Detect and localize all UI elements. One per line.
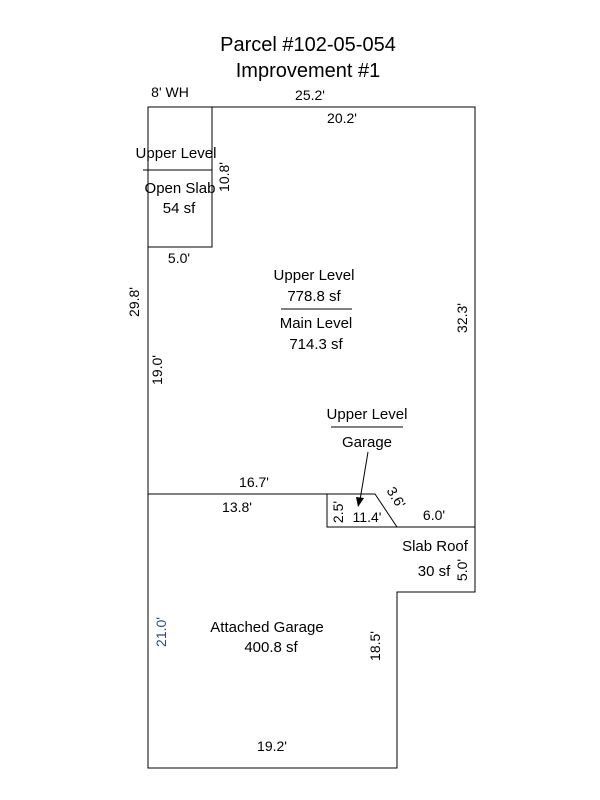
garage-left-dimension: 21.0' bbox=[153, 617, 169, 647]
main-level-area: 714.3 sf bbox=[289, 336, 343, 353]
slab-roof-name: Slab Roof bbox=[402, 538, 469, 555]
garage-bottom-dimension: 19.2' bbox=[257, 738, 287, 754]
notch-height-dimension: 2.5' bbox=[330, 501, 346, 523]
open-slab-area: 54 sf bbox=[163, 200, 196, 217]
garage-top-inner-dimension: 13.8' bbox=[222, 499, 252, 515]
roof-width-dimension: 6.0' bbox=[423, 507, 445, 523]
open-slab-outline bbox=[148, 106, 213, 248]
main-outline bbox=[147, 106, 476, 769]
parcel-title: Parcel #102-05-054 bbox=[220, 34, 396, 56]
open-slab-upper-label: Upper Level bbox=[136, 145, 217, 162]
garage-callout-upper: Upper Level bbox=[327, 406, 408, 423]
garage-top-line bbox=[148, 493, 398, 528]
attached-garage-name: Attached Garage bbox=[210, 619, 323, 636]
wh-dimension: 8' WH bbox=[151, 84, 189, 100]
left-inner-dimension: 19.0' bbox=[149, 355, 165, 385]
upper-level-name: Upper Level bbox=[274, 267, 355, 284]
garage-callout-arrow-head bbox=[356, 497, 364, 507]
improvement-title: Improvement #1 bbox=[236, 60, 381, 82]
attached-garage-area: 400.8 sf bbox=[244, 639, 298, 656]
top-outer-dimension: 25.2' bbox=[295, 87, 325, 103]
right-total-dimension: 32.3' bbox=[454, 303, 470, 333]
top-inner-dimension: 20.2' bbox=[327, 110, 357, 126]
garage-right-dimension: 18.5' bbox=[367, 631, 383, 661]
notch-outline bbox=[326, 494, 397, 528]
garage-callout-garage: Garage bbox=[342, 434, 392, 451]
diagonal-dimension: 3.6' bbox=[384, 484, 409, 511]
upper-level-area: 778.8 sf bbox=[287, 288, 341, 305]
garage-callout-arrow-line bbox=[359, 451, 369, 501]
left-total-dimension: 29.8' bbox=[126, 287, 142, 317]
notch-width-dimension: 11.4' bbox=[353, 509, 382, 525]
slab-width-dimension: 5.0' bbox=[168, 250, 190, 266]
roof-height-dimension: 5.0' bbox=[454, 559, 470, 581]
slab-roof-area: 30 sf bbox=[418, 563, 451, 580]
garage-top-outer-dimension: 16.7' bbox=[239, 474, 269, 490]
main-level-name: Main Level bbox=[280, 315, 353, 332]
open-slab-name: Open Slab bbox=[145, 180, 216, 197]
slab-height-dimension: 10.8' bbox=[216, 162, 232, 192]
